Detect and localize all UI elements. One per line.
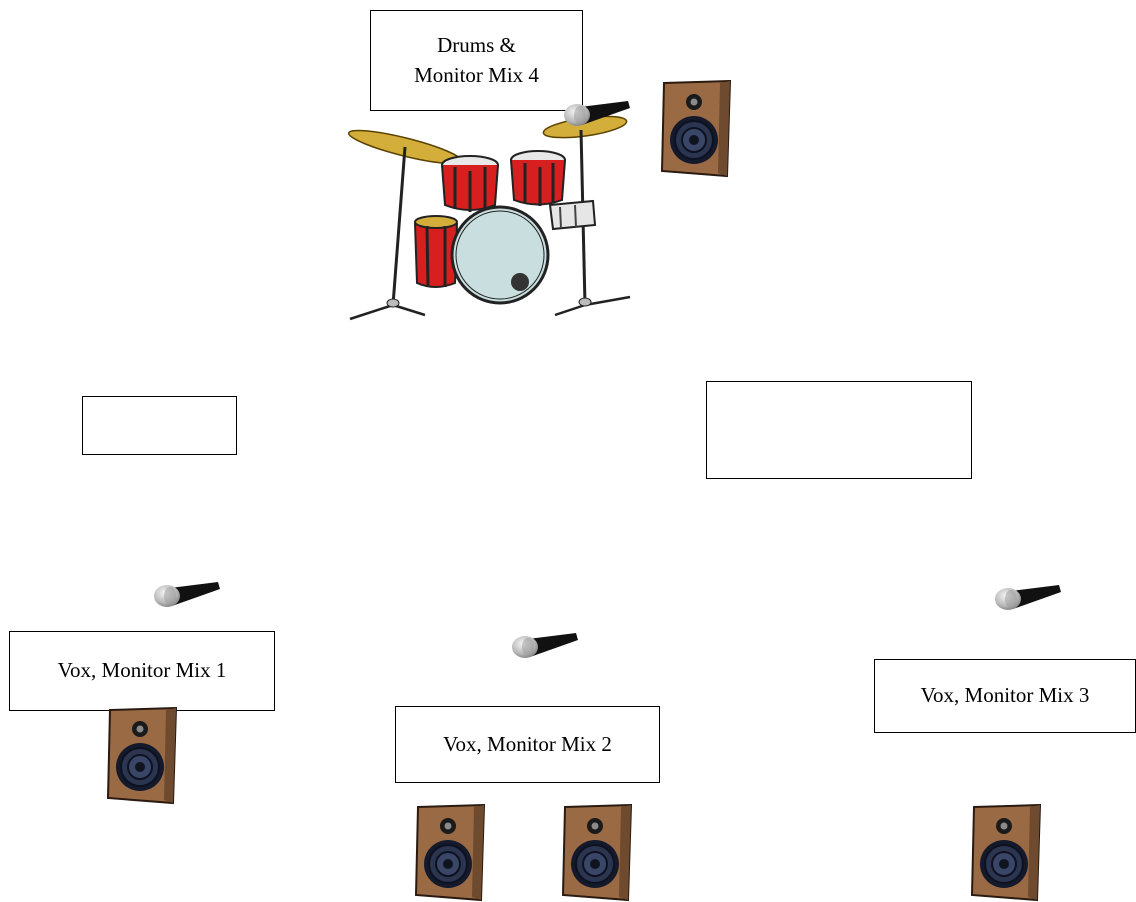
microphone-icon-drums [562,99,632,131]
speaker-icon-vox2-right [561,804,633,902]
vox2-label-box: Vox, Monitor Mix 2 [395,706,660,783]
microphone-icon-vox2 [510,631,580,663]
vox3-label-box: Vox, Monitor Mix 3 [874,659,1136,733]
speaker-icon-drums [660,80,732,178]
speaker-icon-vox1 [106,707,178,805]
empty-box-left [82,396,237,455]
drum-kit-icon [345,105,637,323]
speaker-icon-vox2-left [414,804,486,902]
drums-label-line1: Drums & [437,31,516,60]
empty-box-right [706,381,972,479]
speaker-icon-vox3 [970,804,1042,902]
drums-label-line2: Monitor Mix 4 [414,61,539,90]
drums-label-box: Drums & Monitor Mix 4 [370,10,583,111]
microphone-icon-vox3 [993,583,1063,615]
microphone-icon-vox1 [152,580,222,612]
vox1-label-box: Vox, Monitor Mix 1 [9,631,275,711]
